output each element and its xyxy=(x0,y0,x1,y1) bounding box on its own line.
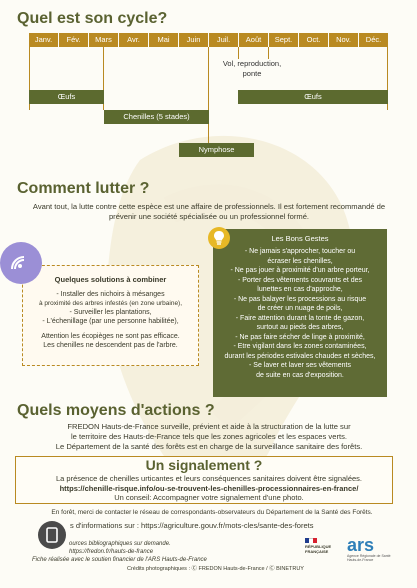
solutions-list: - Installer des nichoirs à mésanges à pr… xyxy=(23,284,198,350)
month-sept: Sept. xyxy=(269,33,298,47)
month-mars: Mars xyxy=(89,33,118,47)
rf-label: RÉPUBLIQUE FRANÇAISE xyxy=(305,544,332,554)
solution-line: Attention les écopièges ne sont pas effi… xyxy=(41,333,180,340)
geste-line: durant les périodes estivales chaudes et… xyxy=(224,352,376,360)
geste-line: - Porter des vêtements couvrants et des xyxy=(237,276,363,284)
signalement-line: La présence de chenilles urticantes et l… xyxy=(55,474,363,483)
month-fev: Fév. xyxy=(59,33,88,47)
month-oct: Oct. xyxy=(299,33,328,47)
footer-sources: ources bibliographiques sur demande. xyxy=(69,541,171,547)
guide-line xyxy=(387,47,388,110)
footer-info-link[interactable]: s d'informations sur : https://agricultu… xyxy=(70,521,314,530)
ars-sub: Agence Régionale de Santé Hauts-de-Franc… xyxy=(347,554,391,562)
signalement-box: Un signalement ? xyxy=(15,456,393,504)
solutions-box: Quelques solutions à combiner - Installe… xyxy=(22,265,199,366)
solution-line: à proximité des arbres infestés (en zone… xyxy=(38,300,183,307)
month-janv: Janv. xyxy=(29,33,58,47)
solutions-title: Quelques solutions à combiner xyxy=(54,275,167,284)
month-mai: Mai xyxy=(149,33,178,47)
signalement-title: Un signalement ? xyxy=(145,457,263,473)
cycle-title: Quel est son cycle? xyxy=(17,10,168,27)
month-nov: Nov. xyxy=(329,33,358,47)
geste-line: surtout au pieds des arbres, xyxy=(256,324,344,331)
geste-line: de créer un nuage de poils, xyxy=(257,305,343,312)
month-aout: Août xyxy=(239,33,268,47)
wifi-icon xyxy=(11,256,25,270)
ars-wordmark: ars xyxy=(347,535,375,555)
tablet-icon xyxy=(46,527,58,543)
guide-line xyxy=(103,47,104,110)
solution-line: - L'échenillage (par une personne habili… xyxy=(42,318,179,325)
geste-line: écraser les chenilles, xyxy=(267,257,333,265)
solution-line: Les chenilles ne descendent pas de l'arb… xyxy=(43,342,178,349)
geste-line: - Se laver et laver ses vêtements xyxy=(249,362,351,369)
geste-line: - Etre vigilant dans les zones contaminé… xyxy=(233,343,367,350)
footer-soutien: Fiche réalisée avec le soutien financier… xyxy=(32,557,207,563)
signalement-link[interactable]: https://chenille-risque.info/ou-se-trouv… xyxy=(59,483,359,493)
bons-gestes-list: - Ne jamais s'approcher, toucher ou écra… xyxy=(213,243,387,380)
solution-line: - Surveiller les plantations, xyxy=(69,309,152,316)
oeufs-bar-right: Œufs xyxy=(238,90,388,104)
geste-line: - Ne pas jouer à proximité d'un arbre po… xyxy=(230,267,370,274)
month-juil: Juil. xyxy=(209,33,238,47)
comment-lutter-title: Comment lutter ? xyxy=(17,180,150,197)
signalement-line: Un conseil: Accompagner votre signalemen… xyxy=(114,493,304,502)
geste-line: - Ne pas balayer les processions au risq… xyxy=(233,295,367,303)
month-juin: Juin xyxy=(179,33,208,47)
bons-gestes-title: Les Bons Gestes xyxy=(271,234,329,243)
guide-line xyxy=(29,47,30,110)
flag-icon xyxy=(305,538,317,543)
month-dec: Déc. xyxy=(359,33,388,47)
geste-line: de suite en cas d'exposition. xyxy=(256,371,344,379)
solution-line: - Installer des nichoirs à mésanges xyxy=(56,291,165,298)
phone-button[interactable] xyxy=(38,521,66,549)
footer-credits: Crédits photographiques : Ⓒ FREDON Hauts… xyxy=(127,566,304,572)
geste-line: - Ne pas faire sécher de linge à proximi… xyxy=(235,333,365,341)
moyens-line: le territoire des Hauts-de-France tels q… xyxy=(70,431,348,441)
moyens-actions-title: Quels moyens d'actions ? xyxy=(17,402,215,419)
moyens-line: Le Département de la santé des forêts es… xyxy=(55,441,363,451)
chenilles-bar: Chenilles (5 stades) xyxy=(104,110,209,124)
vol-reproduction-label: Vol, reproduction, ponte xyxy=(222,59,282,78)
moyens-line: FREDON Hauts-de-France surveille, prévie… xyxy=(67,422,351,431)
nymphose-bar: Nymphose xyxy=(179,143,254,157)
bons-gestes-box: Les Bons Gestes - Ne jamais s'approcher,… xyxy=(213,229,387,397)
signalement-text: La présence de chenilles urticantes et l… xyxy=(10,474,408,503)
lutte-intro: Avant tout, la lutte contre cette espèce… xyxy=(32,202,386,221)
lightbulb-icon xyxy=(208,227,230,249)
footer-foret: En forêt, merci de contacter le réseau d… xyxy=(51,509,373,516)
install-app-button[interactable] xyxy=(0,242,42,284)
guide-line xyxy=(268,47,269,59)
guide-line xyxy=(238,47,239,59)
geste-line: - Ne jamais s'approcher, toucher ou xyxy=(244,248,356,255)
geste-line: lunettes en cas d'approche, xyxy=(257,286,343,293)
republique-francaise-logo: RÉPUBLIQUE FRANÇAISE xyxy=(305,538,333,560)
ars-logo: ars Agence Régionale de Santé Hauts-de-F… xyxy=(347,536,395,566)
geste-line: - Faire attention durant la tonte de gaz… xyxy=(235,314,365,322)
guide-line xyxy=(208,47,209,157)
footer-fredon-link[interactable]: https://fredon.fr/hauts-de-france xyxy=(69,549,154,555)
month-avr: Avr. xyxy=(119,33,148,47)
oeufs-bar-left: Œufs xyxy=(29,90,104,104)
moyens-actions-text: FREDON Hauts-de-France surveille, prévie… xyxy=(15,422,403,451)
